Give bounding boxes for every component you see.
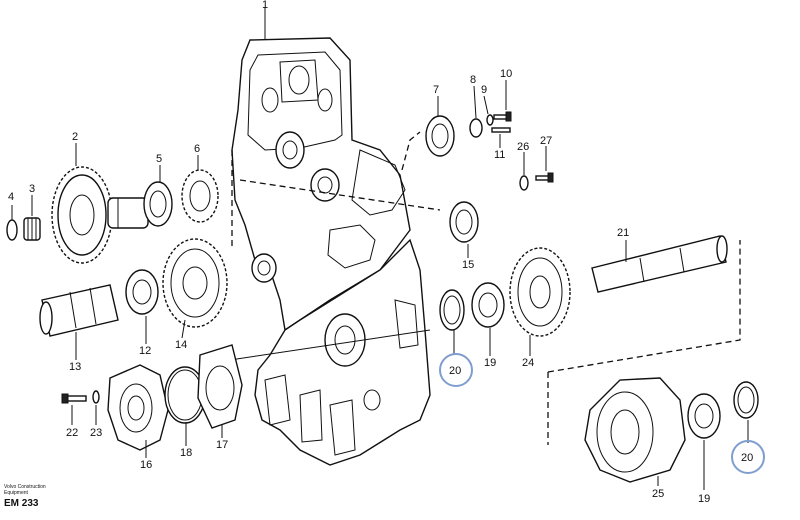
part-9-washer — [483, 95, 494, 126]
label-part-14: 14 — [175, 339, 187, 351]
label-part-12: 12 — [139, 345, 151, 357]
label-part-15: 15 — [462, 259, 474, 271]
lower-housing — [254, 238, 431, 466]
part-13-shaft — [39, 284, 119, 360]
label-part-19: 19 — [484, 357, 496, 369]
label-part-4: 4 — [8, 191, 14, 203]
part-20-seal-bottom — [733, 381, 759, 443]
label-part-7: 7 — [433, 84, 439, 96]
part-21-shaft — [591, 235, 728, 293]
label-part-25: 25 — [652, 488, 664, 500]
part-19-bearing-middle — [471, 282, 505, 356]
brand-line-2: Equipment — [4, 490, 28, 496]
label-part-20-bottom: 20 — [741, 452, 753, 464]
part-20-seal-middle — [439, 289, 465, 355]
part-19-bearing-bottom — [687, 393, 721, 490]
part-24-gear — [509, 247, 571, 356]
label-part-8: 8 — [470, 74, 476, 86]
part-10-bolt — [493, 80, 512, 122]
part-3-needle-bearing — [23, 195, 41, 241]
part-18-o-ring — [164, 366, 206, 446]
alignment-line-lower — [229, 329, 431, 361]
alignment-line-upper — [239, 179, 441, 211]
label-part-2: 2 — [72, 131, 78, 143]
part-11-pin — [491, 127, 511, 148]
part-26-plug — [519, 152, 529, 191]
highlight-part-20-bottom[interactable]: 20 — [731, 440, 765, 474]
transmission-housing — [231, 37, 411, 332]
alignment-line-right — [547, 240, 741, 373]
label-part-27: 27 — [540, 135, 552, 147]
label-part-13: 13 — [69, 361, 81, 373]
part-15-bearing — [449, 201, 479, 258]
label-part-9: 9 — [481, 84, 487, 96]
part-16-cover — [107, 364, 169, 458]
label-part-18: 18 — [180, 447, 192, 459]
label-part-26: 26 — [517, 141, 529, 153]
part-12-bearing — [125, 269, 159, 344]
alignment-line-top — [401, 131, 421, 171]
footer: Volvo Construction Equipment EM 233 — [4, 484, 46, 509]
label-part-3: 3 — [29, 183, 35, 195]
brand-line-1: Volvo Construction — [4, 484, 46, 490]
label-part-20-middle: 20 — [449, 365, 461, 377]
part-6-gear — [181, 155, 219, 223]
highlight-part-20-middle[interactable]: 20 — [439, 353, 473, 387]
label-part-10: 10 — [500, 68, 512, 80]
part-2-gear-shaft — [51, 143, 149, 264]
part-17-gasket — [197, 344, 243, 438]
diagram-code: EM 233 — [4, 498, 39, 509]
label-part-22: 22 — [66, 427, 78, 439]
part-22-bolt — [61, 393, 87, 425]
label-part-17: 17 — [216, 439, 228, 451]
label-part-21: 21 — [617, 227, 629, 239]
part-27-screw — [535, 146, 554, 183]
label-part-16: 16 — [140, 459, 152, 471]
part-4-circlip — [6, 205, 18, 241]
label-part-19-bottom: 19 — [698, 493, 710, 505]
label-part-23: 23 — [90, 427, 102, 439]
part-7-bearing — [425, 96, 455, 157]
part-25-output-housing — [584, 377, 686, 486]
part-14-gear — [162, 238, 228, 339]
label-part-6: 6 — [194, 143, 200, 155]
part-23-washer — [92, 390, 100, 425]
part-5-bearing — [143, 165, 173, 227]
label-part-1: 1 — [262, 0, 268, 11]
label-part-5: 5 — [156, 153, 162, 165]
label-part-24: 24 — [522, 357, 534, 369]
part-8-disc — [469, 85, 483, 138]
label-part-11: 11 — [494, 149, 505, 161]
